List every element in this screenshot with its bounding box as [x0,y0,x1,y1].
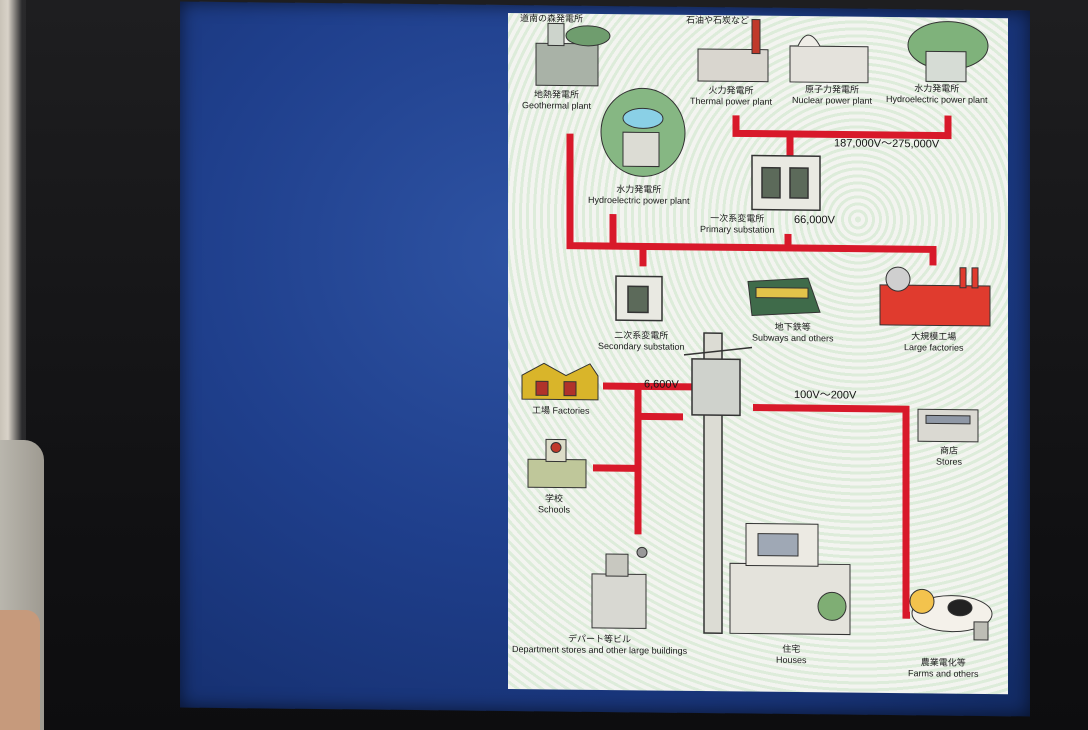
presenter-silhouette [0,440,44,730]
school-icon [527,438,587,489]
presenter-arm [0,610,40,730]
header-cut-center: 石油や石炭など [686,14,750,26]
department-store-icon [591,546,648,629]
primary-substation-icon [751,154,821,212]
hydro-plant-mid-icon [600,87,686,177]
store-icon [917,408,979,443]
voltage-primary: 66,000V [794,213,835,227]
utility-pole-icon [683,332,753,634]
projected-slide: 3 [180,1,1030,717]
factories-label: 工場 Factories [532,405,590,416]
thermal-plant-icon [697,19,769,83]
voltage-household: 100V～200V [794,388,857,402]
voltage-secondary: 6,600V [644,378,679,391]
house-icon [729,522,851,636]
cow-icon [909,588,993,641]
power-lines [566,115,952,619]
geothermal-plant-icon [535,22,611,87]
subway-train-icon [747,277,821,317]
factory-icon [521,362,599,401]
nuclear-plant-icon [789,34,869,84]
large-factory-icon [879,266,991,327]
hydro-plant-top-icon [907,21,989,83]
diagram-graphics [521,19,993,641]
voltage-transmission: 187,000V～275,000V [834,137,940,151]
header-cut-left: 道南の森発電所 [520,13,584,24]
secondary-substation-icon [615,275,663,322]
